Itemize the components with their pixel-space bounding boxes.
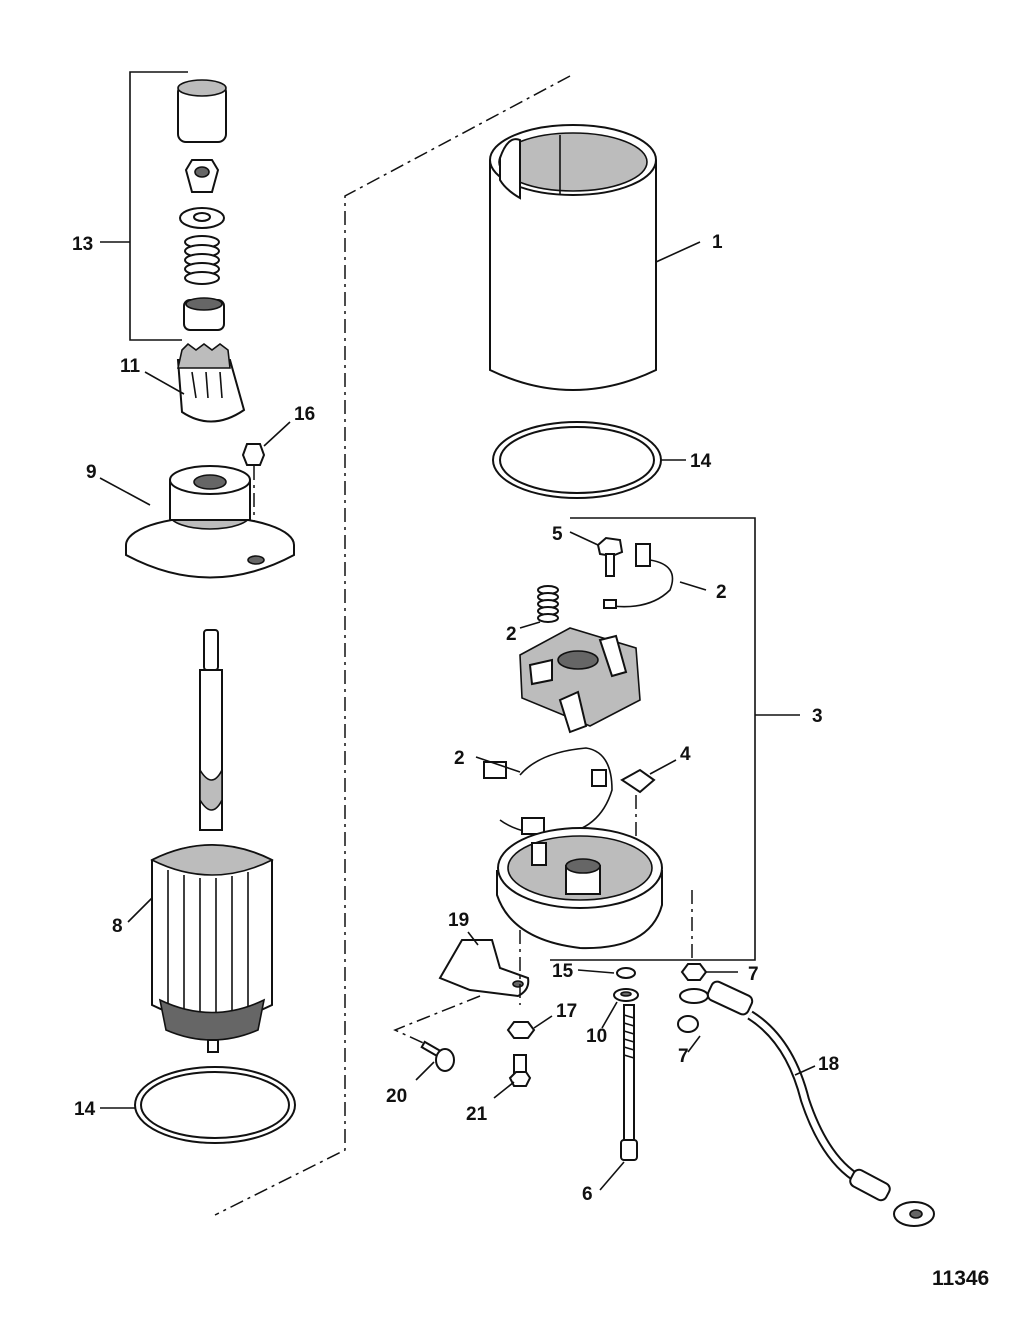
o-ring-15-icon: [616, 967, 636, 979]
commutator-end-cap-icon: [496, 827, 663, 950]
lockwasher-17-icon: [506, 1021, 536, 1039]
callout-8: 8: [112, 916, 123, 937]
drive-end-cap-icon: [125, 465, 295, 579]
nut-4-icon: [620, 768, 656, 794]
callout-13: 13: [72, 234, 93, 255]
brush-spring-icon: [537, 585, 559, 623]
brush-plate-icon: [519, 627, 641, 734]
callout-2-lower: 2: [454, 748, 465, 769]
callout-6: 6: [582, 1184, 593, 1205]
assembly-dash-line: [214, 75, 571, 1216]
callout-5: 5: [552, 524, 563, 545]
callout-18: 18: [818, 1054, 839, 1075]
drive-washer-icon: [179, 207, 225, 229]
callout-4: 4: [680, 744, 691, 765]
armature-icon: [150, 629, 274, 1053]
callout-7-upper: 7: [748, 964, 759, 985]
brush-lead-icon: [603, 543, 674, 609]
callout-9: 9: [86, 462, 97, 483]
callout-20: 20: [386, 1086, 407, 1107]
cable-icon: [679, 980, 935, 1227]
callout-3: 3: [812, 706, 823, 727]
housing-icon: [489, 124, 657, 391]
drive-cap-icon: [177, 79, 227, 143]
nut-7-lower-icon: [677, 1015, 699, 1033]
o-ring-lower-icon: [134, 1066, 296, 1144]
drive-collar-icon: [183, 297, 225, 331]
thru-bolt-6-icon: [620, 1004, 638, 1161]
figure-number: 11346: [932, 1267, 989, 1290]
callout-21: 21: [466, 1104, 488, 1125]
callout-15: 15: [552, 961, 574, 982]
bracket-19-icon: [438, 939, 530, 998]
callout-11: 11: [120, 356, 141, 377]
drive-pinion-icon: [176, 342, 246, 423]
nut-7-upper-icon: [680, 963, 708, 981]
drive-assembly-bracket: [100, 71, 188, 341]
callout-1: 1: [712, 232, 723, 253]
nut-16-icon: [241, 443, 266, 466]
callout-17: 17: [556, 1001, 577, 1022]
brush-assembly-bracket: [550, 517, 756, 961]
callout-2-middle: 2: [506, 624, 517, 645]
callout-16: 16: [294, 404, 315, 425]
callout-14-upper: 14: [690, 451, 712, 472]
callout-10: 10: [586, 1026, 607, 1047]
callout-19: 19: [448, 910, 469, 931]
washer-10-icon: [613, 988, 639, 1002]
callout-7-lower: 7: [678, 1046, 689, 1067]
callout-2-upper: 2: [716, 582, 727, 603]
callout-14-lower: 14: [74, 1099, 96, 1120]
drive-spring-icon: [184, 235, 220, 285]
screw-21-icon: [508, 1054, 532, 1087]
drive-nut-icon: [184, 159, 220, 193]
screw-20-icon: [420, 1040, 455, 1072]
screw-5-icon: [596, 536, 624, 577]
o-ring-upper-icon: [492, 421, 662, 499]
